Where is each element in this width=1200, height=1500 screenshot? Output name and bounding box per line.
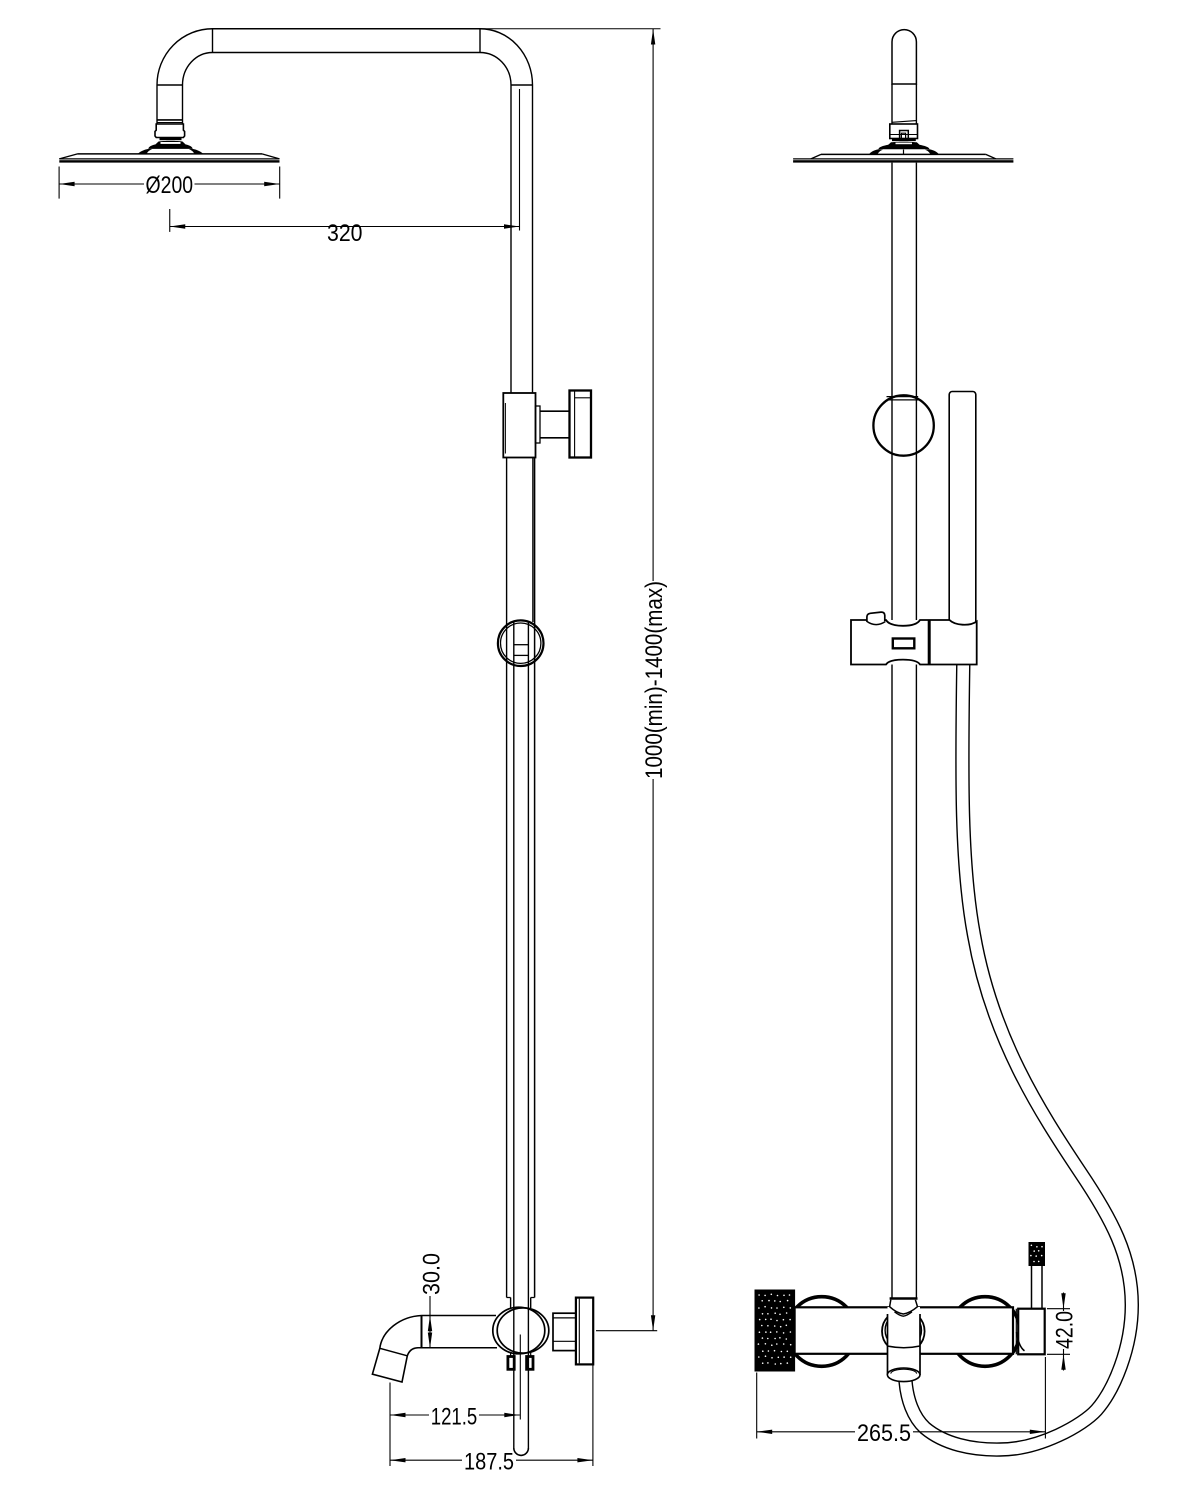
svg-text:265.5: 265.5: [857, 1420, 911, 1447]
svg-text:42.0: 42.0: [1052, 1311, 1079, 1349]
svg-text:30.0: 30.0: [419, 1253, 446, 1295]
svg-text:121.5: 121.5: [431, 1404, 478, 1431]
svg-text:187.5: 187.5: [464, 1449, 514, 1476]
svg-text:1000(min)-1400(max): 1000(min)-1400(max): [641, 581, 668, 779]
svg-text:Ø200: Ø200: [146, 172, 194, 199]
svg-text:320: 320: [327, 220, 363, 247]
